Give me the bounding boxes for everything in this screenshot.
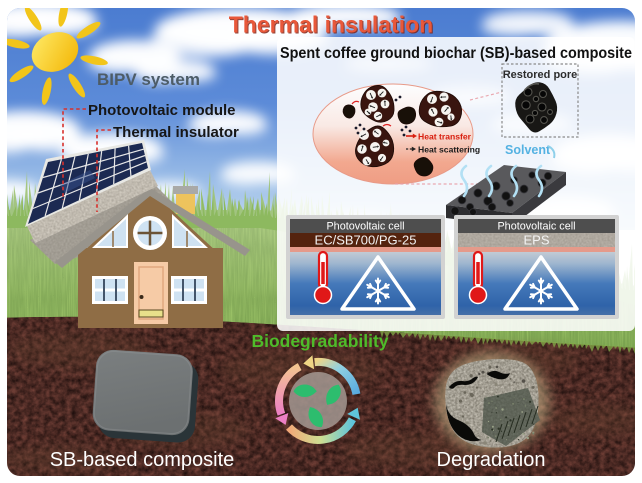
svg-text:Photovoltaic cell: Photovoltaic cell	[497, 221, 575, 233]
svg-text:EPS: EPS	[523, 233, 549, 248]
svg-text:Degradation: Degradation	[437, 449, 546, 471]
svg-text:BIPV system: BIPV system	[97, 70, 200, 89]
svg-text:Spent coffee ground biochar (S: Spent coffee ground biochar (SB)-based c…	[280, 45, 632, 62]
svg-text:Photovoltaic module: Photovoltaic module	[88, 102, 236, 119]
svg-text:Heat transfer: Heat transfer	[418, 132, 472, 142]
svg-text:EC/SB700/PG-25: EC/SB700/PG-25	[315, 233, 417, 248]
svg-text:Photovoltaic cell: Photovoltaic cell	[326, 221, 404, 233]
svg-text:Restored pore: Restored pore	[503, 69, 578, 81]
svg-text:Thermal insulator: Thermal insulator	[113, 124, 239, 141]
svg-text:SB-based composite: SB-based composite	[50, 449, 235, 471]
svg-text:Solvent: Solvent	[505, 143, 551, 157]
svg-text:Thermal insulation: Thermal insulation	[230, 13, 434, 39]
svg-text:Biodegradability: Biodegradability	[251, 331, 388, 351]
svg-text:Thermal insulation: Thermal insulation	[229, 12, 433, 38]
svg-text:Heat scattering: Heat scattering	[418, 145, 480, 155]
